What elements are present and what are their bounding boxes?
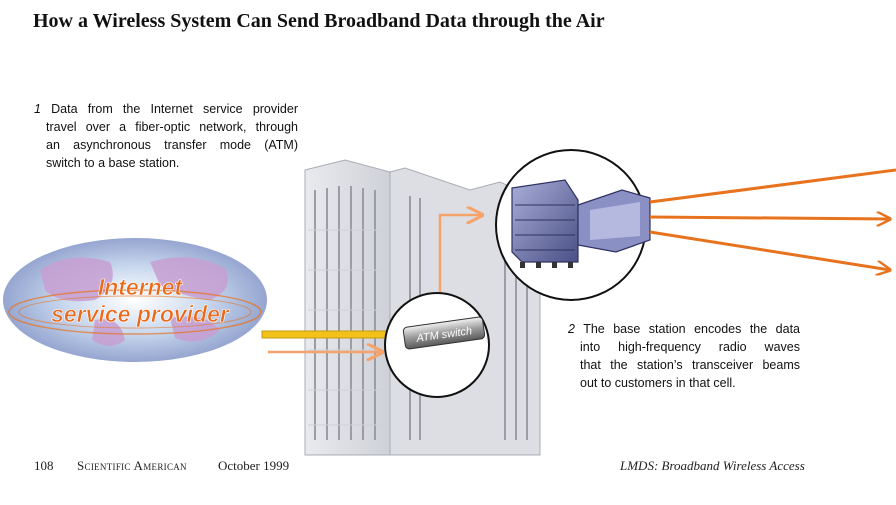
transceiver-icon [511, 179, 579, 263]
step-1-line-3: an asynchronous transfer mode (ATM) [46, 138, 298, 152]
atm-switch-icon [402, 316, 486, 350]
step-2-line-3: that the station’s transceiver beams [580, 358, 800, 372]
globe-label-line-1: Internet [98, 274, 184, 300]
globe-label-line-2: service provider [51, 301, 230, 327]
internet-globe: Internet service provider [3, 238, 267, 362]
step-1-caption: 1 Data from the Internet service provide… [34, 100, 298, 172]
step-2-caption: 2 The base station encodes the data into… [568, 320, 800, 392]
magazine-name: Scientific American [77, 458, 187, 473]
fiber-optic-line [261, 330, 398, 339]
step-2-line-2: into high-frequency radio waves [580, 340, 800, 354]
atm-switch-magnifier: ATM switch [384, 292, 490, 398]
step-2-line-4: out to customers in that cell. [580, 376, 736, 390]
step-1-number: 1 [34, 102, 41, 116]
step-2-number: 2 [568, 322, 575, 336]
step-1-line-1: Data from the Internet service provider [51, 102, 298, 116]
step-1-line-2: travel over a fiber-optic network, throu… [46, 120, 298, 134]
step-1-line-4: switch to a base station. [46, 156, 180, 170]
issue-date: October 1999 [218, 458, 290, 473]
step-2-line-1: The base station encodes the data [583, 322, 800, 336]
article-title: LMDS: Broadband Wireless Access [620, 458, 805, 473]
page-number: 108 [34, 458, 54, 473]
radio-beams [649, 168, 896, 270]
page-title: How a Wireless System Can Send Broadband… [33, 10, 605, 32]
data-flow-arrow-2 [438, 215, 482, 292]
transceiver-magnifier [495, 149, 651, 301]
